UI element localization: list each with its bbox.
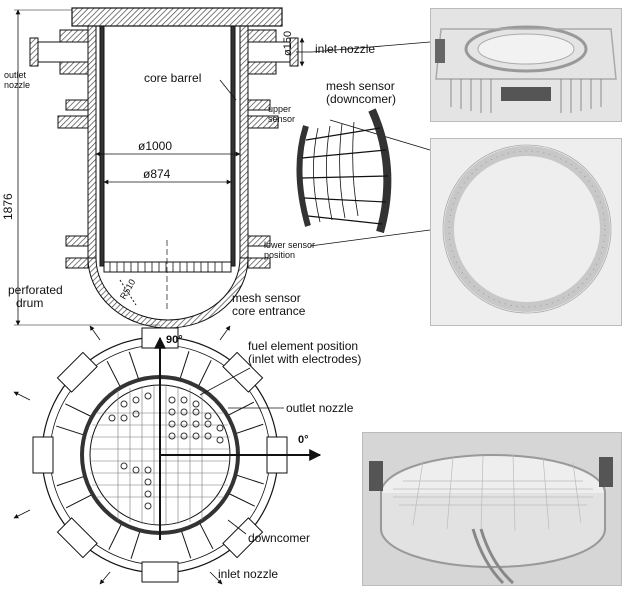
outer-wall-right: [239, 25, 249, 259]
dimension-1876: 1876: [1, 193, 15, 220]
inlet-nozzle-label-bottom: inlet nozzle: [218, 567, 279, 581]
inlet-nozzle-label: inlet nozzle: [315, 42, 376, 56]
mesh-sensor-downcomer-label-1: mesh sensor: [326, 79, 395, 93]
perforated-drum: [103, 261, 232, 273]
outlet-nozzle-label-left: outlet nozzle: [4, 70, 30, 90]
angle-0-label: 0°: [298, 434, 309, 446]
photo-sensor-assembly: [430, 8, 622, 122]
angle-90-label: 90°: [166, 334, 183, 346]
mesh-sensor-downcomer-label-2: (downcomer): [326, 92, 397, 106]
downcomer-label: downcomer: [248, 531, 311, 545]
outlet-nozzle-label-right: outlet nozzle: [286, 401, 354, 415]
mesh-sensor-core-label-1: mesh sensor: [232, 291, 301, 305]
dimension-874: ø874: [143, 167, 171, 181]
mesh-sensor-core-label-2: core entrance: [232, 304, 306, 318]
perforated-drum-label-2: drum: [16, 296, 44, 310]
lower-sensor-label-1: lower sensor: [264, 240, 316, 250]
upper-sensor-label-1: upper: [268, 104, 292, 114]
vessel-lid: [71, 7, 283, 27]
ring-sensor-illustration: [431, 139, 621, 325]
photo-core-sensor: [362, 432, 622, 586]
perforated-drum-label-1: perforated: [8, 283, 63, 297]
dimension-1000: ø1000: [138, 139, 173, 153]
outer-wall-left: [87, 25, 97, 259]
top-view-section: [13, 325, 322, 585]
vessel-section: [14, 7, 431, 329]
upper-sensor-label-2: sensor: [268, 114, 296, 124]
core-barrel-label: core barrel: [144, 71, 202, 85]
core-sensor-illustration: [363, 433, 621, 585]
fuel-element-markers: [108, 392, 224, 510]
downcomer-sensor-sketch: [296, 108, 392, 234]
bottom-head: [87, 257, 249, 329]
dimension-150: ø150: [282, 30, 294, 56]
core-barrel-left: [99, 25, 105, 267]
core-barrel-right: [230, 25, 236, 267]
photo-ring-sensor: [430, 138, 622, 326]
fuel-element-label-1: fuel element position: [248, 339, 359, 353]
outlet-nozzle-text: outlet nozzle: [4, 70, 31, 90]
sensor-assembly-illustration: [431, 9, 621, 121]
fuel-element-label-2: (inlet with electrodes): [248, 352, 362, 366]
lower-sensor-label-2: position: [264, 250, 296, 260]
